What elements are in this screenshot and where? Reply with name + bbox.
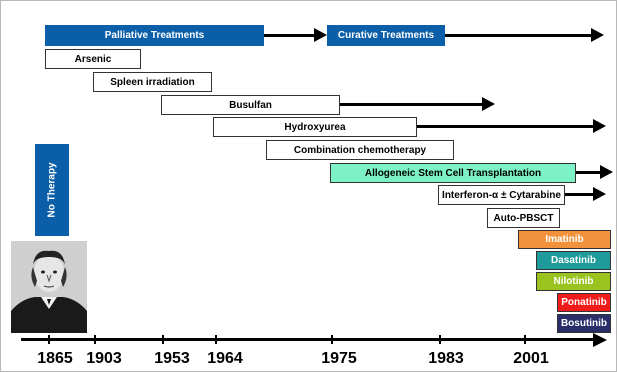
axis-tick <box>215 335 217 344</box>
therapy-label: Arsenic <box>74 53 112 65</box>
therapy-dasatinib: Dasatinib <box>536 251 611 270</box>
no-therapy-label: No Therapy <box>46 162 58 218</box>
year-label: 2001 <box>513 350 549 367</box>
palliative-treatments-label: Palliative Treatments <box>104 30 205 41</box>
therapy-auto-pbsct: Auto-PBSCT <box>487 208 560 228</box>
therapy-label: Bosutinib <box>560 318 608 329</box>
therapy-hydroxyurea: Hydroxyurea <box>213 117 417 137</box>
therapy-spleen-irradiation: Spleen irradiation <box>93 72 212 92</box>
therapy-label: Allogeneic Stem Cell Transplantation <box>364 167 542 179</box>
no-therapy-box: No Therapy <box>35 144 69 236</box>
busulfan-arrow-line <box>340 103 484 106</box>
axis-tick <box>524 335 526 344</box>
therapy-label: Interferon-α ± Cytarabine <box>442 189 561 201</box>
axis-tick <box>331 335 333 344</box>
interferon-arrow-line <box>565 193 595 196</box>
portrait-drawing <box>11 241 87 333</box>
year-label: 1975 <box>321 350 357 367</box>
therapy-label: Ponatinib <box>561 297 607 308</box>
therapy-label: Busulfan <box>229 99 272 111</box>
hydroxyurea-arrowhead-icon <box>593 119 606 133</box>
axis-tick <box>94 335 96 344</box>
curative-arrowhead-icon <box>591 28 604 42</box>
allogeneic-arrow-line <box>576 171 602 174</box>
therapy-ponatinib: Ponatinib <box>557 293 611 312</box>
year-label: 1903 <box>86 350 122 367</box>
therapy-label: Combination chemotherapy <box>293 144 427 156</box>
time-axis-line <box>21 338 596 341</box>
axis-tick <box>439 335 441 344</box>
year-label: 1953 <box>154 350 190 367</box>
therapy-label: Spleen irradiation <box>110 76 195 88</box>
portrait-photo-icon <box>11 241 87 333</box>
palliative-arrowhead-icon <box>314 28 327 42</box>
hydroxyurea-arrow-line <box>417 125 595 128</box>
therapy-bosutinib: Bosutinib <box>557 314 611 333</box>
therapy-arsenic: Arsenic <box>45 49 141 69</box>
therapy-interferon: Interferon-α ± Cytarabine <box>438 185 565 205</box>
curative-treatments-label: Curative Treatments <box>337 30 435 41</box>
time-axis-arrowhead-icon <box>593 333 607 347</box>
therapy-label: Dasatinib <box>550 255 596 266</box>
therapy-imatinib: Imatinib <box>518 230 611 249</box>
axis-tick <box>48 335 50 344</box>
allogeneic-arrowhead-icon <box>600 165 613 179</box>
year-label: 1964 <box>207 350 243 367</box>
curative-arrow-line <box>445 34 595 37</box>
year-label: 1865 <box>37 350 73 367</box>
therapy-label: Auto-PBSCT <box>493 212 554 224</box>
therapy-label: Nilotinib <box>553 276 594 287</box>
interferon-arrowhead-icon <box>593 187 606 201</box>
therapy-busulfan: Busulfan <box>161 95 340 115</box>
busulfan-arrowhead-icon <box>482 97 495 111</box>
therapy-allogeneic-sct: Allogeneic Stem Cell Transplantation <box>330 163 576 183</box>
curative-treatments-header: Curative Treatments <box>327 25 445 46</box>
year-label: 1983 <box>428 350 464 367</box>
therapy-label: Hydroxyurea <box>284 121 346 133</box>
palliative-treatments-header: Palliative Treatments <box>45 25 264 46</box>
palliative-arrow-line <box>264 34 318 37</box>
therapy-combination-chemotherapy: Combination chemotherapy <box>266 140 454 160</box>
therapy-label: Imatinib <box>545 234 584 245</box>
axis-tick <box>162 335 164 344</box>
therapy-nilotinib: Nilotinib <box>536 272 611 291</box>
